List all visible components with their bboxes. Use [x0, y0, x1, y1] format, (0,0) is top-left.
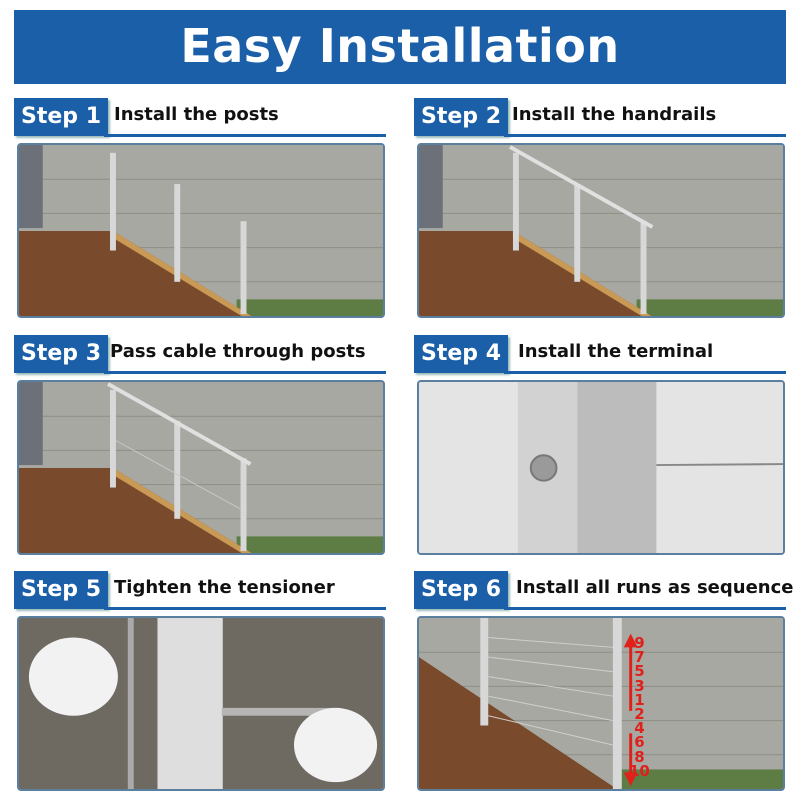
step-text: Install the posts: [114, 104, 279, 125]
divider: [504, 371, 786, 374]
run-sequence-image: 9 7 5 3 1 2 4 6 8 10: [417, 616, 785, 791]
sequence-number: 3: [634, 676, 645, 695]
sequence-number: 9: [634, 634, 645, 652]
step-badge: Step 6: [414, 571, 508, 609]
step-badge: Step 2: [414, 98, 508, 136]
step-6: Step 6 Install all runs as sequence 9 7 5…: [414, 571, 793, 791]
page-title: Easy Installation: [14, 10, 786, 84]
divider: [104, 134, 386, 137]
step-text: Install the terminal: [518, 341, 714, 362]
divider: [504, 607, 786, 610]
sequence-number: 1: [634, 690, 645, 709]
step-badge: Step 5: [14, 571, 108, 609]
divider: [504, 134, 786, 137]
sequence-number: 10: [629, 761, 650, 780]
divider: [104, 607, 386, 610]
step-text: Tighten the tensioner: [114, 577, 335, 598]
sequence-number: 7: [634, 648, 645, 667]
step-badge: Step 3: [14, 335, 108, 373]
handrails-installed-image: [417, 143, 785, 318]
step-badge: Step 4: [414, 335, 508, 373]
divider: [104, 371, 386, 374]
sequence-number: 4: [634, 719, 645, 738]
tensioner-image: [17, 616, 385, 791]
sequence-numbers: 9 7 5 3 1 2 4 6 8 10: [629, 634, 650, 780]
posts-installed-image: [17, 143, 385, 318]
cable-through-posts-image: [17, 380, 385, 555]
step-text: Install the handrails: [512, 104, 717, 125]
terminal-closeup-image: [417, 380, 785, 555]
sequence-number: 8: [634, 747, 645, 766]
step-1: Step 1 Install the posts: [14, 98, 386, 318]
step-badge: Step 1: [14, 98, 108, 136]
step-text: Install all runs as sequence: [516, 577, 794, 598]
step-5: Step 5 Tighten the tensioner: [14, 571, 386, 791]
step-4: Step 4 Install the terminal: [414, 335, 786, 555]
sequence-number: 2: [634, 705, 645, 724]
sequence-number: 5: [634, 662, 645, 681]
sequence-number: 6: [634, 733, 645, 752]
step-text: Pass cable through posts: [110, 341, 366, 362]
